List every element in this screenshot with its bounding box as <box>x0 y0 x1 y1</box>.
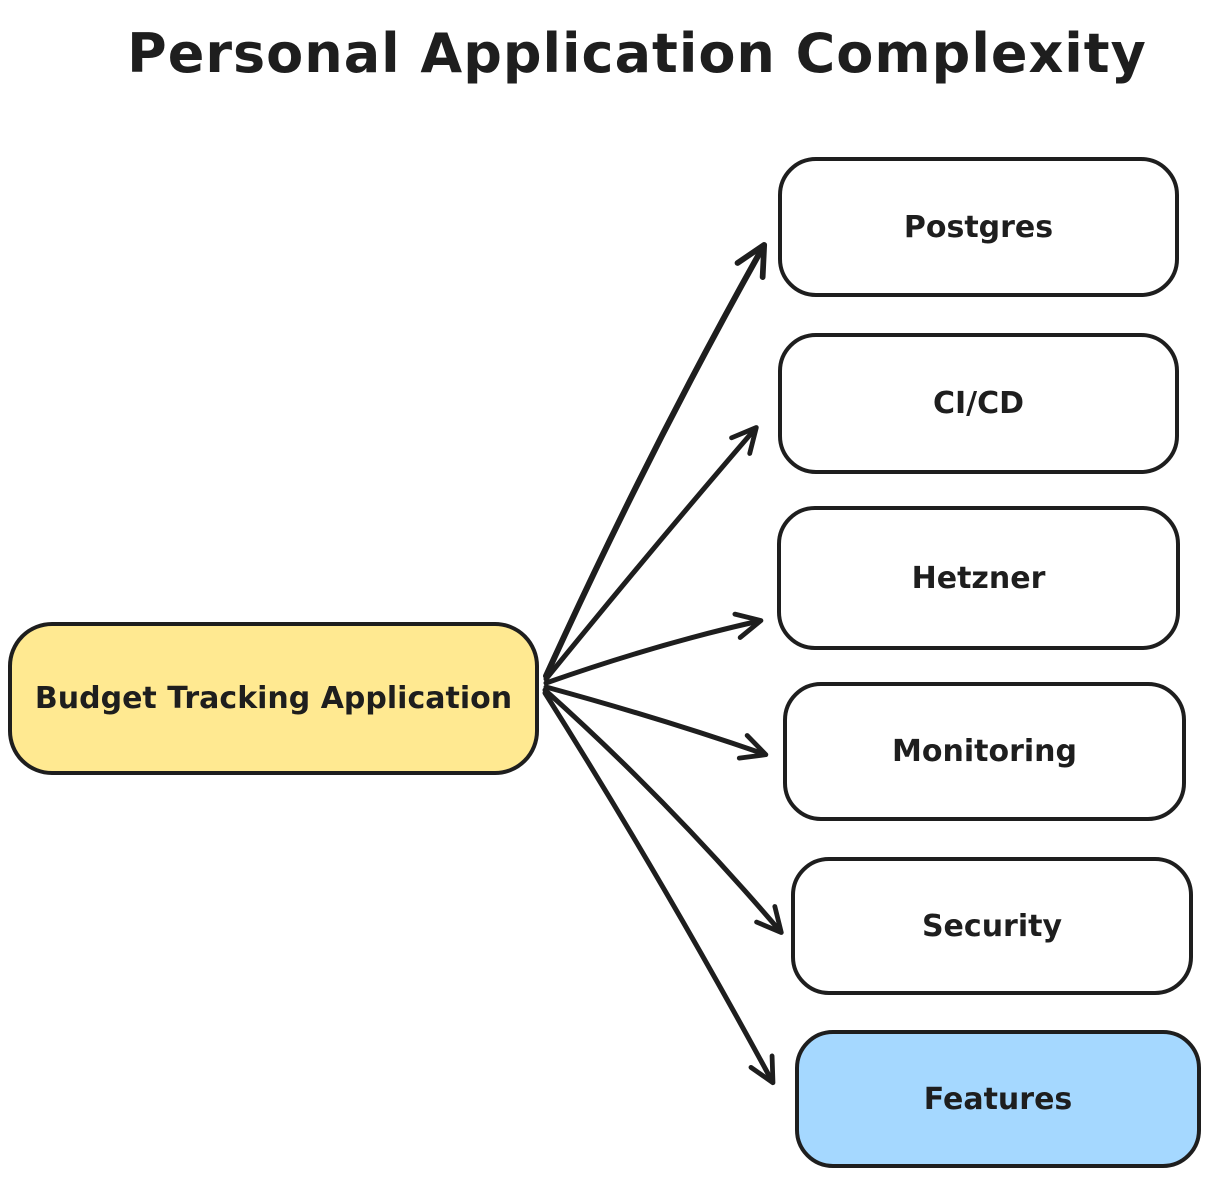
node-security-label: Security <box>921 908 1063 944</box>
edge-budget-to-monitoring <box>543 684 769 761</box>
node-monitoring-label: Monitoring <box>892 734 1077 769</box>
node-budget-tracking-application-label: Budget Tracking Application <box>34 681 513 716</box>
node-cicd: CI/CD <box>778 333 1179 474</box>
edge-budget-to-security <box>542 687 784 935</box>
node-features-label: Features <box>923 1081 1073 1117</box>
node-postgres-label: Postgres <box>903 209 1054 245</box>
edge-budget-to-features <box>542 690 776 1086</box>
diagram-title: Personal Application Complexity <box>127 22 1147 85</box>
node-features: Features <box>795 1030 1201 1168</box>
edge-budget-to-postgres <box>543 242 768 679</box>
node-postgres: Postgres <box>778 157 1179 297</box>
node-security: Security <box>791 857 1193 995</box>
node-hetzner-label: Hetzner <box>911 560 1046 596</box>
node-monitoring: Monitoring <box>783 682 1186 821</box>
node-hetzner: Hetzner <box>777 506 1180 650</box>
edge-budget-to-cicd <box>543 425 759 682</box>
node-budget-tracking-application: Budget Tracking Application <box>8 622 539 775</box>
node-cicd-label: CI/CD <box>932 386 1025 421</box>
edge-budget-to-hetzner <box>543 611 764 686</box>
